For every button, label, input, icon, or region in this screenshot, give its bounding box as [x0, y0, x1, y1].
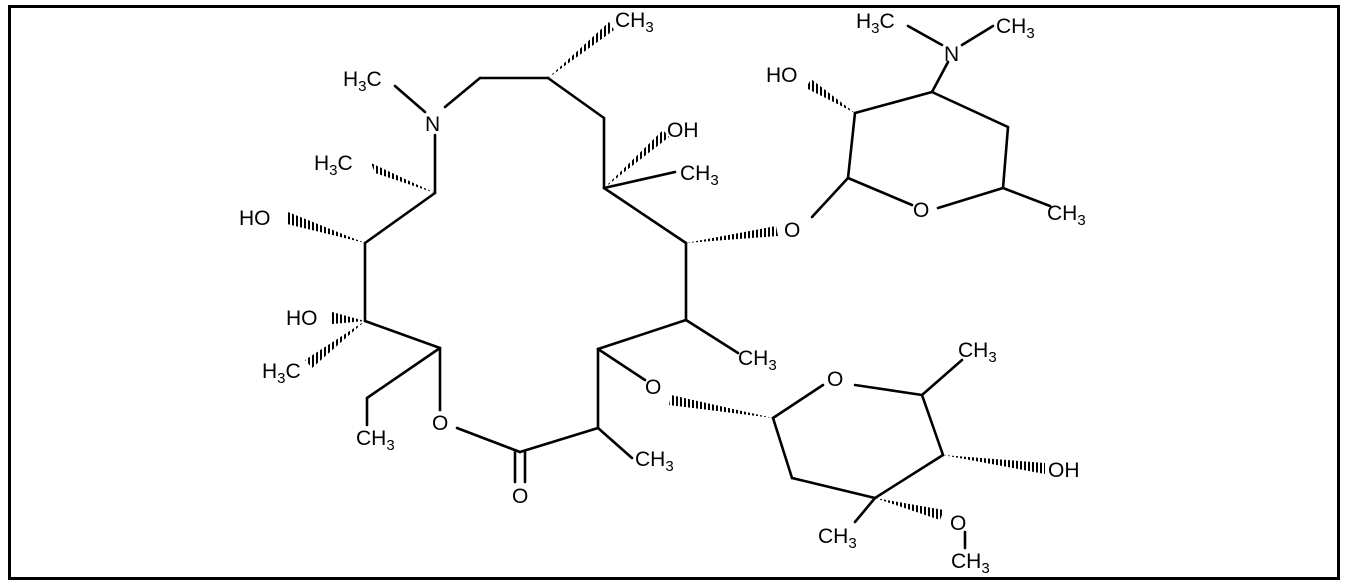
bond: [1001, 125, 1010, 190]
atom-label-o: O: [432, 412, 448, 435]
hashed-wedge: [305, 321, 365, 368]
bond: [602, 170, 677, 190]
figure-border: [8, 5, 1340, 580]
atom-label-ch3: CH3: [996, 15, 1035, 42]
bond: [602, 186, 688, 245]
atom-label-h3c: H3C: [856, 10, 895, 37]
bond: [596, 347, 647, 382]
bond: [684, 318, 740, 355]
atom-label-ch3: CH3: [951, 550, 990, 577]
bond: [906, 24, 944, 47]
hashed-wedge: [806, 79, 855, 113]
hashed-wedge: [943, 455, 1045, 474]
upper-sugar-bonds: [806, 24, 1052, 219]
bond: [363, 191, 437, 245]
atom-label-h3c: H3C: [343, 68, 382, 95]
bond: [846, 176, 914, 207]
bond: [365, 346, 442, 400]
hashed-wedge: [548, 22, 614, 78]
bond: [393, 84, 427, 114]
bond: [853, 496, 877, 524]
bond: [810, 176, 850, 219]
lower-sugar-bonds: [771, 358, 1045, 550]
atom-label-ch3: CH3: [958, 339, 997, 366]
bond: [920, 358, 964, 397]
hashed-wedge: [875, 498, 944, 520]
atom-label-o: O: [827, 368, 843, 391]
bond: [960, 24, 995, 47]
atom-label-o: O: [950, 512, 966, 535]
bond: [853, 90, 934, 115]
atom-label-ch3: CH3: [615, 9, 654, 36]
atom-label-ho: HO: [766, 64, 798, 87]
bond: [546, 76, 606, 120]
hashed-wedges: [287, 22, 778, 418]
atom-label-ho: HO: [286, 307, 318, 330]
hashed-wedge: [669, 395, 773, 418]
bond: [930, 90, 1010, 129]
bond: [920, 393, 945, 457]
bond: [930, 60, 950, 94]
atom-label-o: O: [784, 219, 800, 242]
atom-labels: CH3 H3C N H3C HO HO H3C CH3 O O OH CH3 C…: [239, 9, 1086, 577]
bond: [771, 383, 825, 420]
hashed-wedge: [604, 130, 669, 188]
bond: [873, 453, 945, 500]
bond: [936, 186, 1005, 210]
bond: [771, 416, 794, 480]
bond: [596, 426, 634, 460]
atom-label-o: O: [913, 199, 929, 222]
atom-label-oh: OH: [667, 119, 699, 142]
atom-label-n: N: [944, 43, 959, 66]
macrocycle-bonds: [363, 76, 740, 484]
bond: [596, 318, 688, 351]
bond: [1001, 186, 1052, 208]
atom-label-n: N: [425, 113, 440, 136]
bond: [443, 76, 482, 109]
atom-label-ch3: CH3: [680, 162, 719, 189]
hashed-wedge: [686, 226, 778, 243]
bond: [455, 426, 522, 454]
atom-label-h3c: H3C: [262, 360, 301, 387]
bond: [518, 426, 600, 454]
atom-label-oh: OH: [1048, 459, 1080, 482]
bond: [790, 476, 877, 500]
atom-label-h3c: H3C: [314, 152, 353, 179]
atom-label-ch3: CH3: [738, 347, 777, 374]
bond: [853, 383, 924, 397]
bond: [846, 111, 857, 180]
atom-label-o: O: [512, 485, 528, 508]
atom-label-ch3: CH3: [1047, 202, 1086, 229]
atom-label-ho: HO: [239, 207, 271, 230]
atom-label-o: O: [645, 376, 661, 399]
hashed-wedge: [371, 163, 435, 193]
atom-label-ch3: CH3: [356, 427, 395, 454]
hashed-wedge: [332, 312, 365, 324]
atom-label-ch3: CH3: [818, 525, 857, 552]
bond: [363, 319, 442, 350]
hashed-wedge: [287, 212, 365, 243]
atom-label-ch3: CH3: [635, 448, 674, 475]
